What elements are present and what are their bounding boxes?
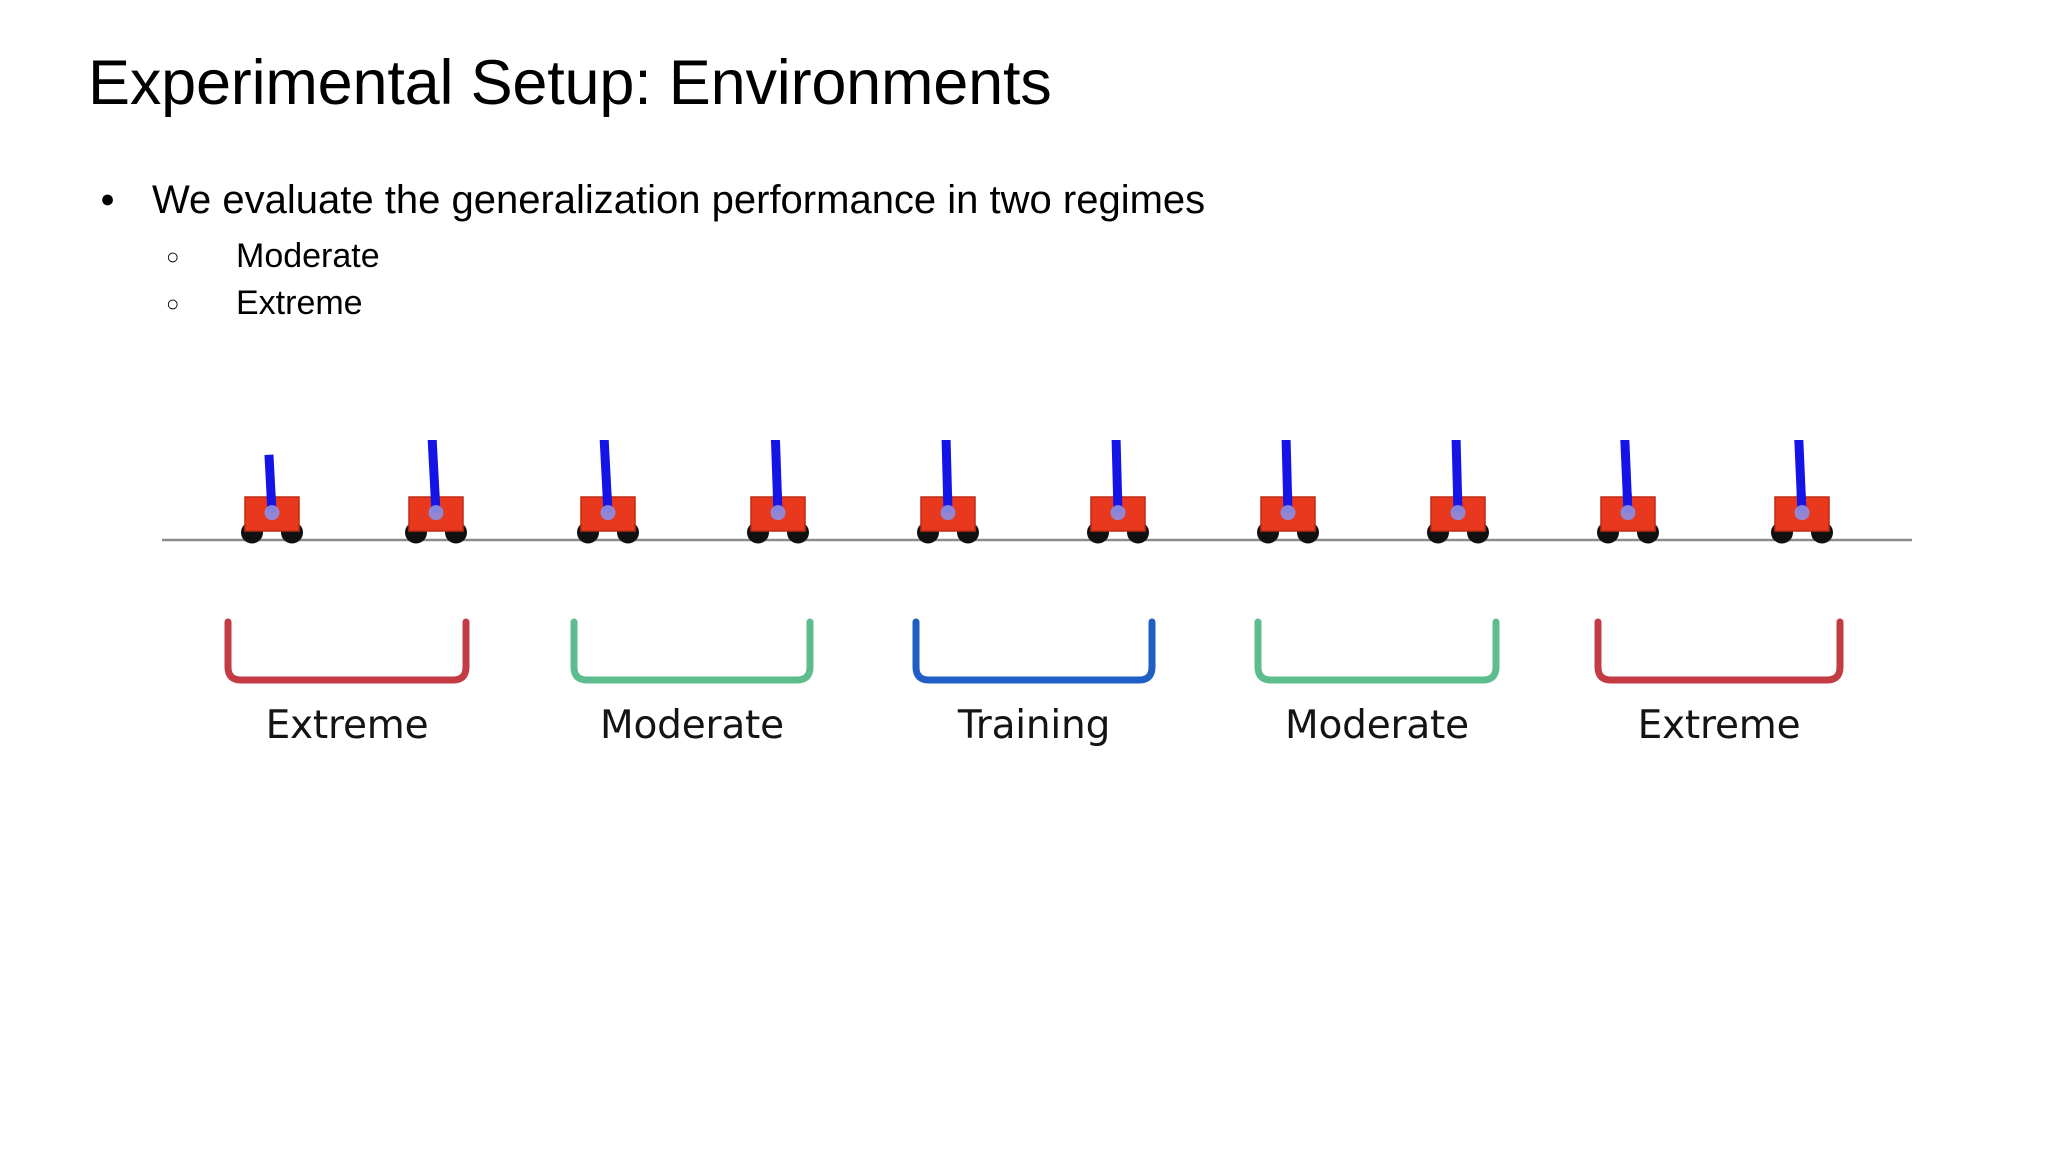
cartpole-10 [1771, 440, 1833, 544]
bracket-label-1: Extreme [266, 703, 429, 748]
sub-bullet-list: ○ Moderate ○ Extreme [100, 233, 1800, 328]
sub-bullet-item-moderate: ○ Moderate [166, 233, 1800, 281]
pole-pivot-2 [428, 505, 444, 521]
pole-10 [1794, 440, 1807, 513]
page-title: Experimental Setup: Environments [88, 48, 1052, 118]
cartpole-spectrum-figure: Extreme Moderate Training Moderate Extreme [0, 440, 2048, 860]
bullet-marker-hollow-icon: ○ [166, 243, 180, 269]
pole-pivot-10 [1794, 505, 1810, 521]
bullet-item-1: ● We evaluate the generalization perform… [100, 176, 1800, 225]
bracket-label-5: Extreme [1638, 703, 1801, 748]
pole-pivot-4 [770, 505, 786, 521]
cartpole-7 [1257, 440, 1319, 544]
pole-7 [1281, 440, 1293, 513]
bracket-5-extreme [1594, 618, 1844, 684]
pole-9 [1620, 440, 1633, 513]
cartpole-4 [747, 440, 809, 544]
bracket-3-training [912, 618, 1156, 684]
cartpole-5 [917, 440, 979, 544]
sub-bullet-text-extreme: Extreme [236, 284, 363, 323]
cartpole-1 [241, 454, 303, 544]
sub-bullet-text-moderate: Moderate [236, 236, 380, 275]
pole-6 [1111, 440, 1123, 513]
cartpole-8 [1427, 440, 1489, 544]
bracket-label-group: Extreme Moderate Training Moderate Extreme [266, 703, 1801, 748]
bracket-1-extreme [224, 618, 470, 684]
bracket-group [224, 618, 1844, 684]
pole-8 [1451, 440, 1463, 513]
pole-pivot-5 [940, 505, 956, 521]
bracket-4-moderate [1254, 618, 1500, 684]
sub-bullet-item-extreme: ○ Extreme [166, 280, 1800, 328]
pole-5 [941, 440, 953, 513]
cartpole-group [241, 440, 1833, 544]
bracket-2-moderate [570, 618, 814, 684]
cartpole-3 [577, 440, 639, 544]
cartpole-2 [405, 440, 467, 544]
pole-pivot-1 [264, 505, 280, 521]
cartpole-6 [1087, 440, 1149, 544]
cartpole-spectrum-svg: Extreme Moderate Training Moderate Extreme [162, 440, 1912, 748]
bracket-label-2: Moderate [600, 703, 784, 748]
bullet-marker-hollow-icon: ○ [166, 291, 180, 317]
bracket-label-3: Training [957, 703, 1110, 748]
pole-pivot-9 [1620, 505, 1636, 521]
bullet-marker-filled-icon: ● [100, 185, 116, 213]
pole-pivot-8 [1450, 505, 1466, 521]
pole-pivot-7 [1280, 505, 1296, 521]
cartpole-9 [1597, 440, 1659, 544]
bullet-text-1: We evaluate the generalization performan… [152, 178, 1206, 222]
bracket-label-4: Moderate [1285, 703, 1469, 748]
pole-pivot-3 [600, 505, 616, 521]
pole-pivot-6 [1110, 505, 1126, 521]
body-bullet-list: ● We evaluate the generalization perform… [100, 176, 1800, 328]
